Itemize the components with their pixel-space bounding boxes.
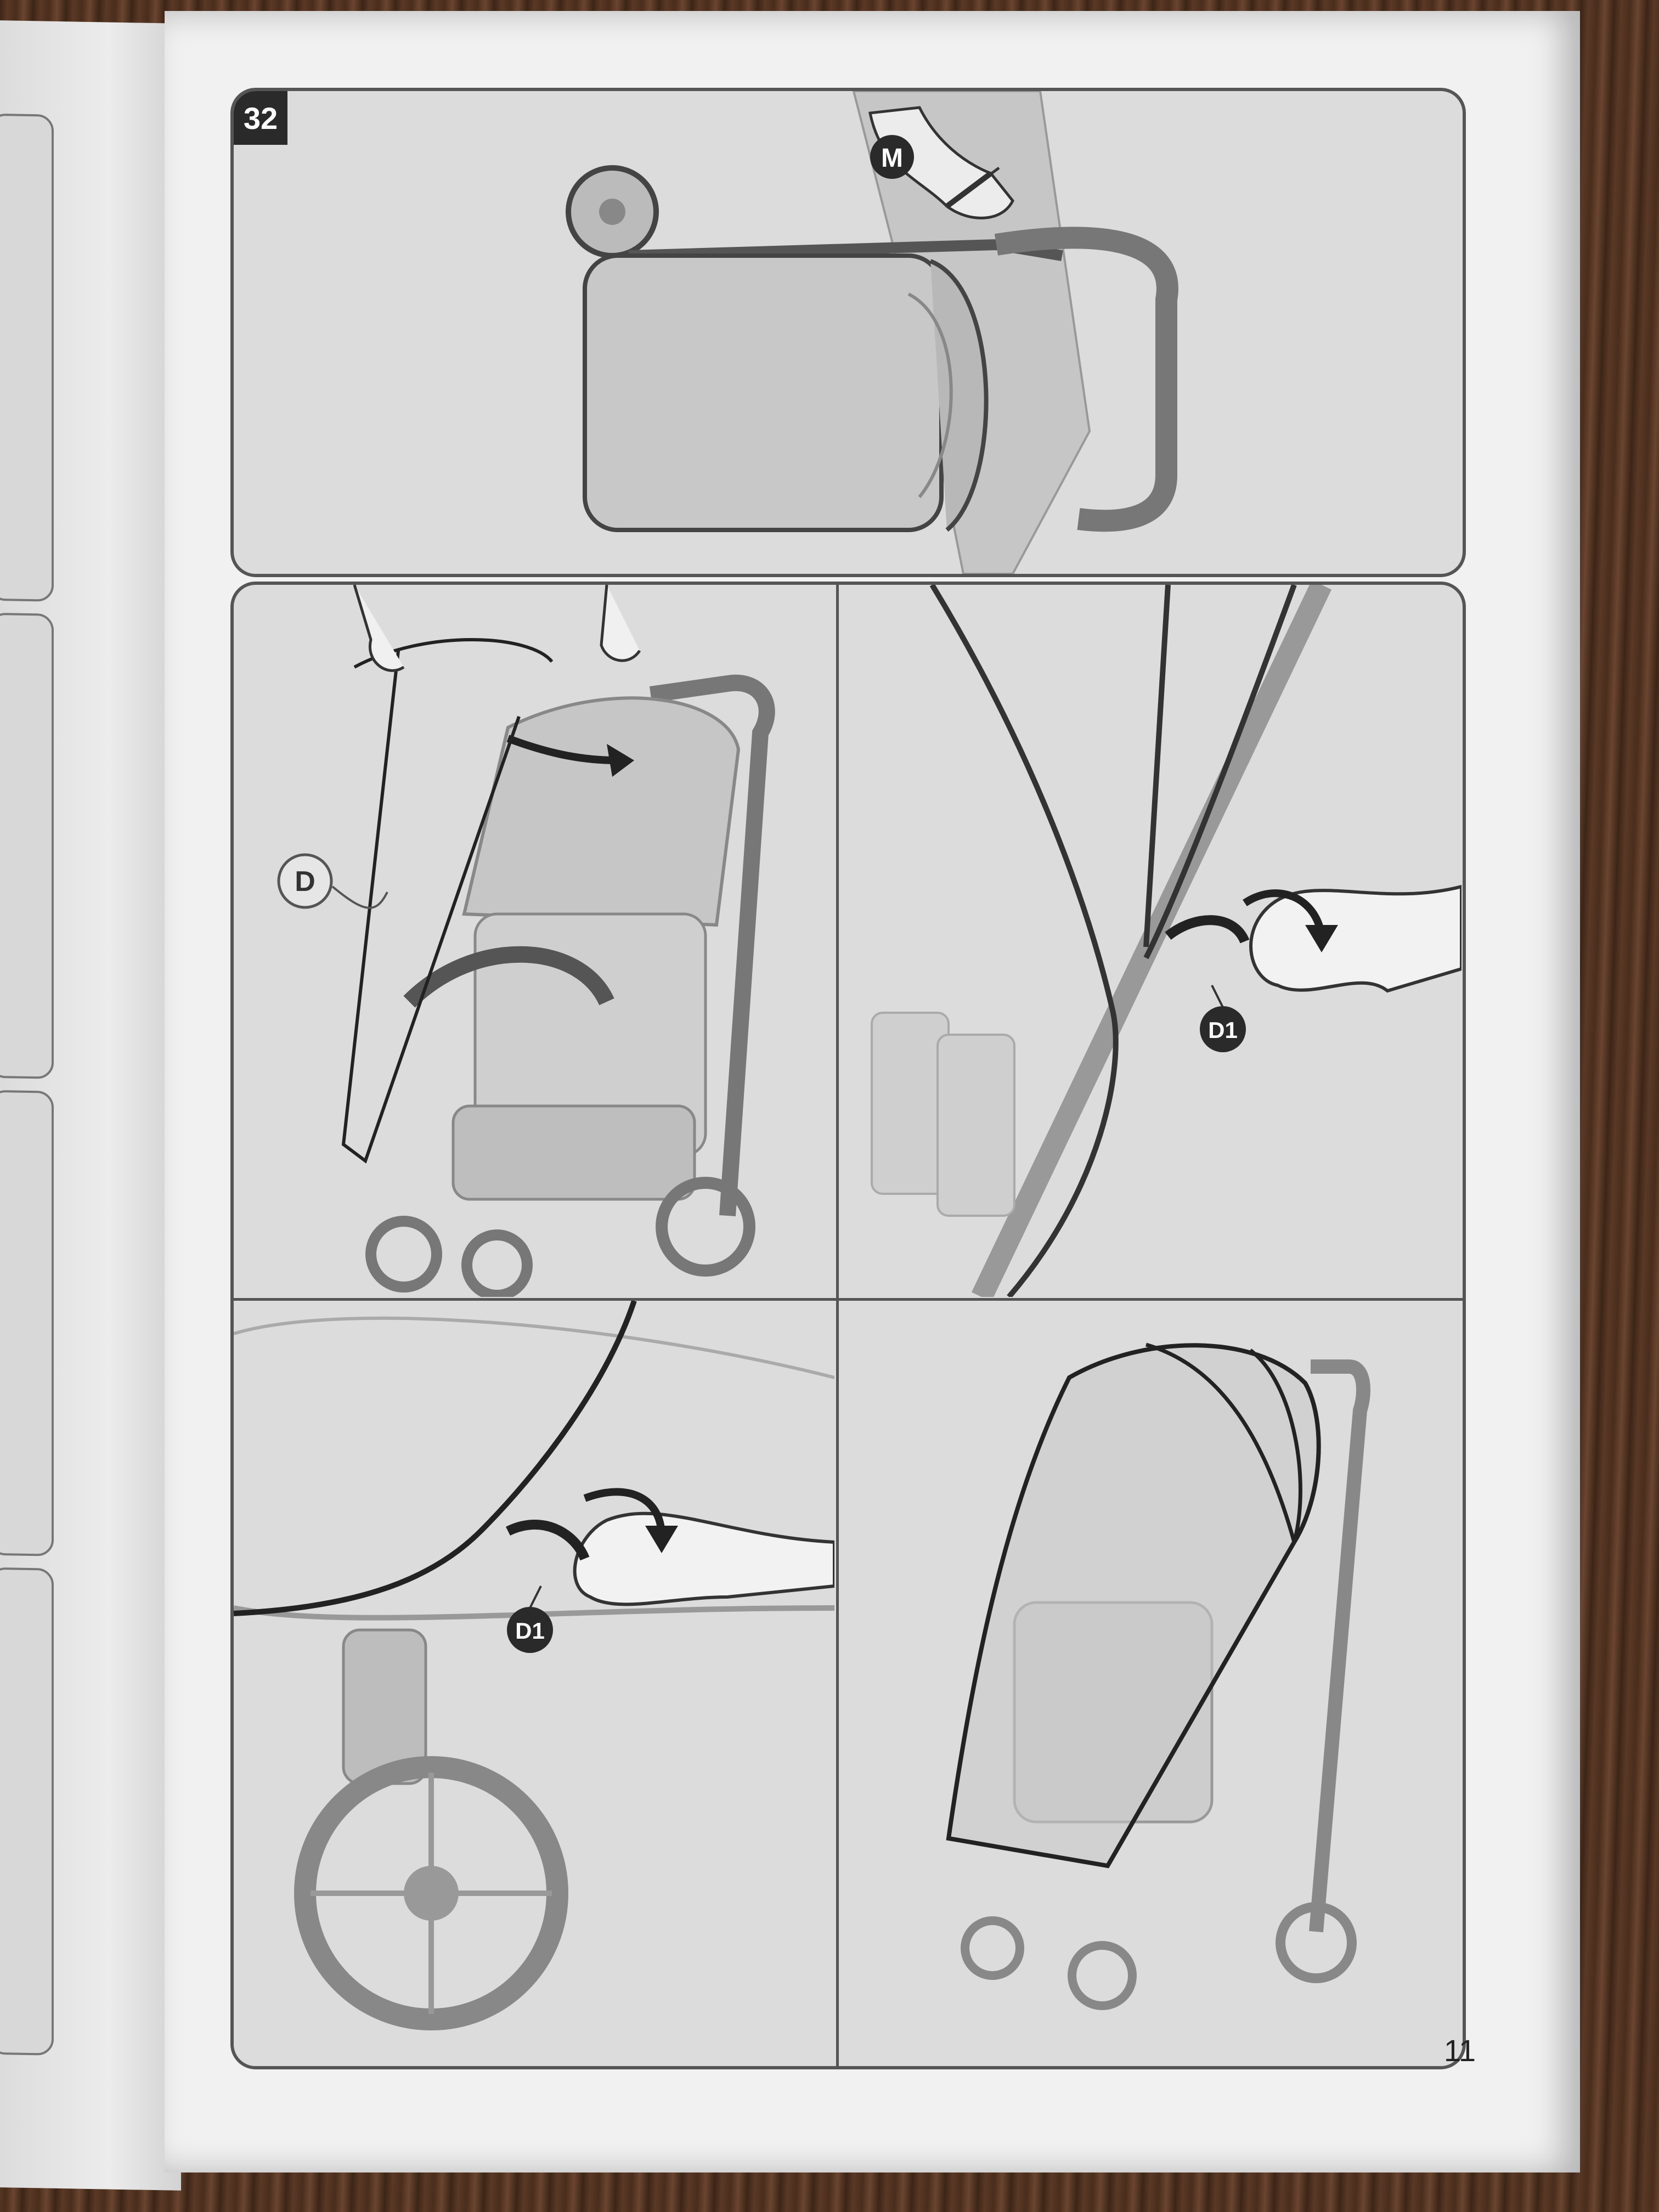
panel-cover-fitted — [839, 1301, 1462, 2066]
callout-m-label: M — [881, 144, 903, 173]
left-page-panel — [0, 612, 54, 1079]
panel-rain-cover-fitting: D — [234, 585, 834, 1297]
callout-d-marker — [277, 853, 333, 909]
step-33-frame: 33 D — [230, 582, 1466, 2069]
callout-d1-marker — [1200, 1006, 1246, 1052]
callout-d1-marker — [507, 1607, 553, 1653]
panel-strap-attach-frame: D1 — [839, 585, 1462, 1297]
left-page-panel — [0, 1567, 54, 2056]
folded-stroller-illustration: M — [566, 91, 1178, 574]
callout-d1-label: D1 — [1208, 1017, 1238, 1043]
step-32-badge: 32 — [234, 91, 287, 145]
left-page-panel — [0, 1090, 54, 1556]
callout-m-marker — [870, 135, 914, 179]
left-page-panel — [0, 113, 54, 602]
step-32-frame: 32 M — [230, 88, 1466, 577]
callout-d1-label: D1 — [515, 1618, 545, 1644]
callout-d-label: D — [295, 866, 315, 898]
step-33-horizontal-divider — [234, 1298, 1463, 1301]
step-33-vertical-divider — [836, 585, 839, 2066]
panel-strap-attach-wheel: D1 — [234, 1301, 834, 2066]
left-page — [0, 20, 181, 2191]
manual-page: 32 M 33 — [165, 11, 1580, 2172]
page-number: 11 — [1443, 2033, 1476, 2068]
